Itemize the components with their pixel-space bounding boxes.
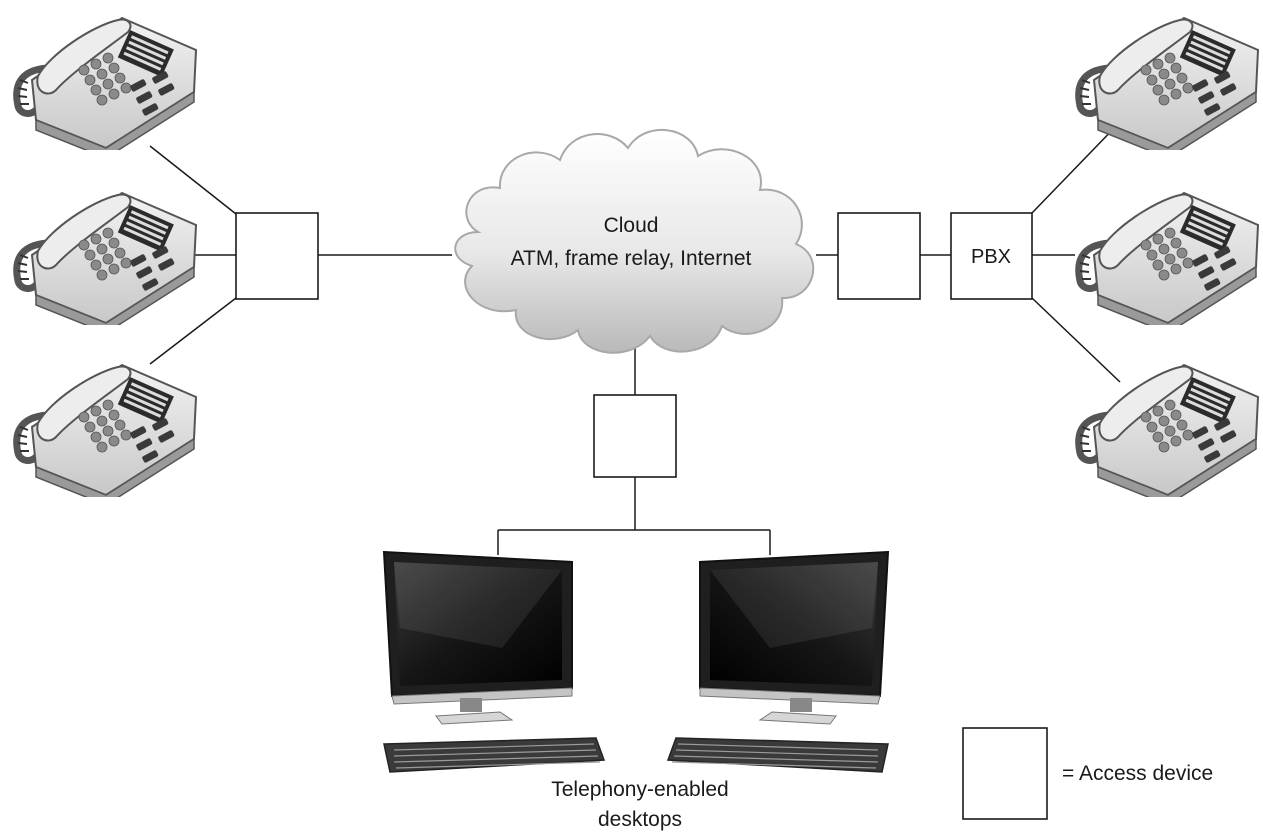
desktop-computer-icon <box>667 551 889 773</box>
desktop-computer-icon <box>383 551 605 773</box>
telephone-icon <box>17 365 196 505</box>
telephone-icon <box>17 193 196 333</box>
telephone-icon <box>17 18 196 158</box>
desktops-label-line2: desktops <box>598 808 682 831</box>
pbx: PBX <box>950 212 1033 300</box>
link-pbx-phone6 <box>1031 297 1121 383</box>
pbx-label: PBX <box>971 246 1011 268</box>
access-device-bottom <box>593 394 677 478</box>
desktops-label-line1: Telephony-enabled <box>551 778 728 801</box>
pbx-box <box>950 212 1033 300</box>
cloud-subtitle: ATM, frame relay, Internet <box>511 247 752 270</box>
legend-access-device-swatch <box>962 727 1048 820</box>
telephone-icon <box>1079 193 1258 333</box>
legend: = Access device <box>962 727 1213 820</box>
access-device-right <box>837 212 921 300</box>
link-phone1-access <box>149 145 237 215</box>
link-pbx-phone4 <box>1031 121 1121 214</box>
cloud: Cloud ATM, frame relay, Internet <box>454 128 815 354</box>
legend-text: = Access device <box>1062 762 1213 785</box>
access-device-left <box>235 212 319 300</box>
telephone-icon <box>1079 365 1258 505</box>
link-phone3-access <box>149 297 237 365</box>
cloud-shape <box>454 128 815 354</box>
connection-lines <box>149 121 1121 555</box>
cloud-title: Cloud <box>604 214 659 237</box>
